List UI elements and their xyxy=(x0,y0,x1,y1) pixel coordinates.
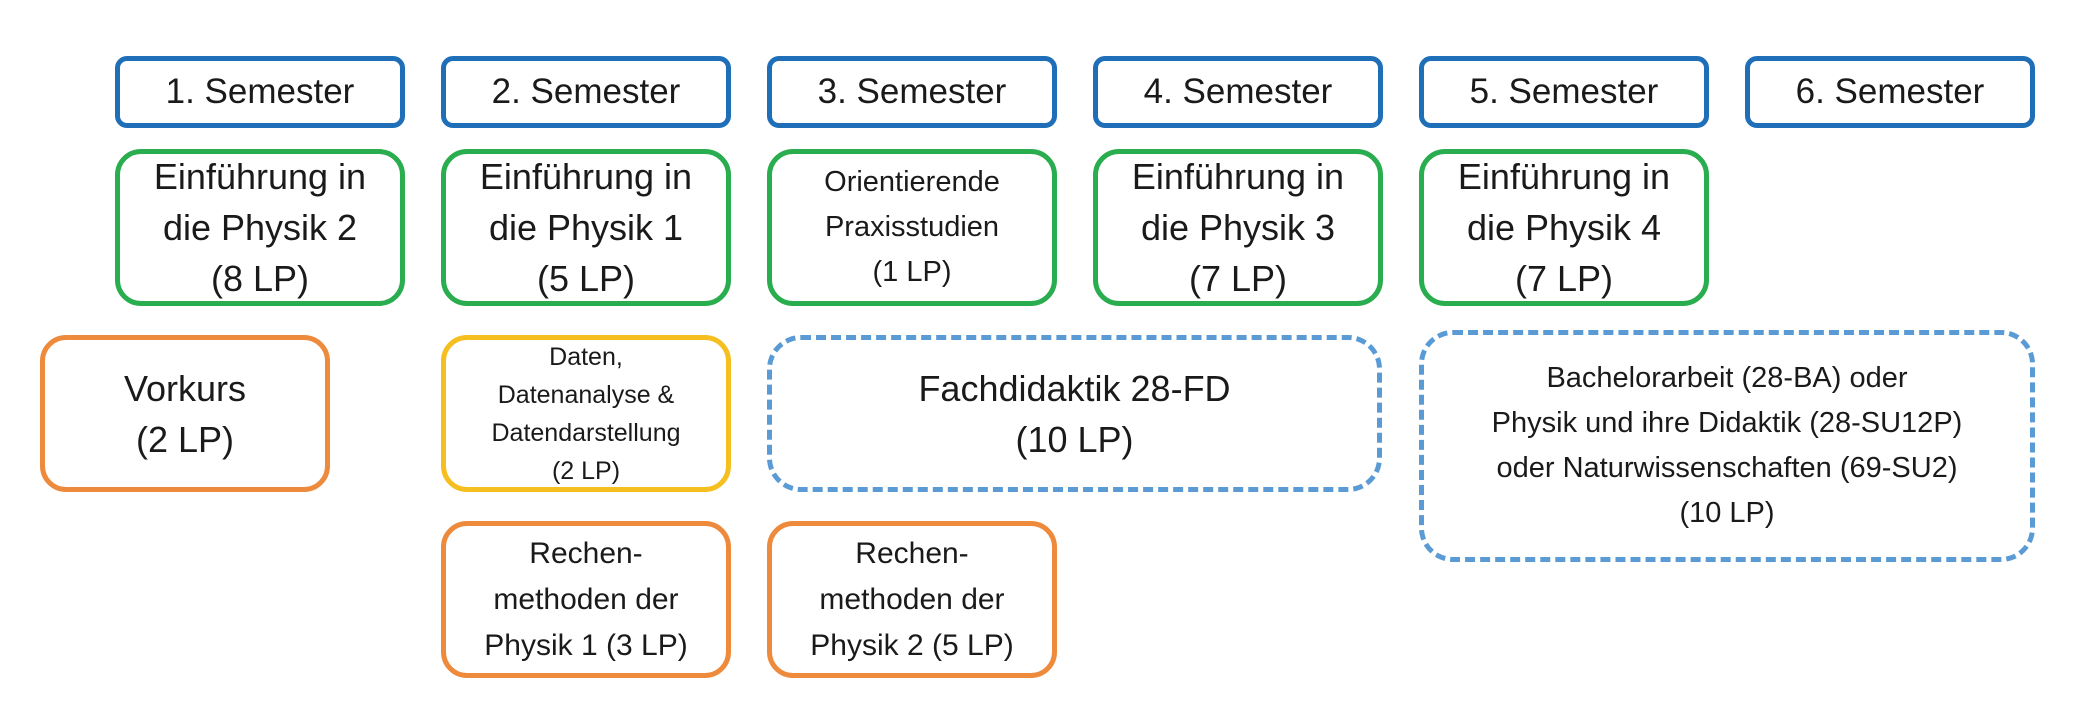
module-orientierende-praxisstudien: Orientierende Praxisstudien (1 LP) xyxy=(767,149,1057,306)
module-text: Vorkurs (2 LP) xyxy=(123,367,247,460)
module-einfuehrung-physik-1: Einführung in die Physik 1 (5 LP) xyxy=(441,149,731,306)
semester-4-header: 4. Semester xyxy=(1093,56,1383,128)
module-bachelorarbeit: Bachelorarbeit (28-BA) oder Physik und i… xyxy=(1419,330,2035,562)
module-text: Einführung in die Physik 2 (8 LP) xyxy=(153,156,367,299)
semester-5-header: 5. Semester xyxy=(1419,56,1709,128)
semester-label: 4. Semester xyxy=(1143,72,1333,111)
semester-label: 3. Semester xyxy=(817,72,1007,111)
module-rechenmethoden-2: Rechen- methoden der Physik 2 (5 LP) xyxy=(767,521,1057,678)
module-text: Einführung in die Physik 3 (7 LP) xyxy=(1131,156,1345,299)
module-text: Daten, Datenanalyse & Datendarstellung (… xyxy=(491,342,681,485)
module-text: Rechen- methoden der Physik 2 (5 LP) xyxy=(810,536,1014,662)
module-text: Einführung in die Physik 4 (7 LP) xyxy=(1457,156,1671,299)
module-rechenmethoden-1: Rechen- methoden der Physik 1 (3 LP) xyxy=(441,521,731,678)
module-text: Fachdidaktik 28-FD (10 LP) xyxy=(918,367,1231,460)
module-text: Bachelorarbeit (28-BA) oder Physik und i… xyxy=(1491,362,1963,529)
module-einfuehrung-physik-2: Einführung in die Physik 2 (8 LP) xyxy=(115,149,405,306)
semester-1-header: 1. Semester xyxy=(115,56,405,128)
semester-label: 6. Semester xyxy=(1795,72,1985,111)
module-text: Einführung in die Physik 1 (5 LP) xyxy=(479,156,693,299)
module-vorkurs: Vorkurs (2 LP) xyxy=(40,335,330,492)
module-einfuehrung-physik-4: Einführung in die Physik 4 (7 LP) xyxy=(1419,149,1709,306)
module-fachdidaktik: Fachdidaktik 28-FD (10 LP) xyxy=(767,335,1382,492)
semester-label: 1. Semester xyxy=(165,72,355,111)
semester-2-header: 2. Semester xyxy=(441,56,731,128)
semester-6-header: 6. Semester xyxy=(1745,56,2035,128)
semester-label: 5. Semester xyxy=(1469,72,1659,111)
module-text: Rechen- methoden der Physik 1 (3 LP) xyxy=(484,536,688,662)
semester-label: 2. Semester xyxy=(491,72,681,111)
semester-3-header: 3. Semester xyxy=(767,56,1057,128)
module-daten: Daten, Datenanalyse & Datendarstellung (… xyxy=(441,335,731,492)
module-einfuehrung-physik-3: Einführung in die Physik 3 (7 LP) xyxy=(1093,149,1383,306)
module-text: Orientierende Praxisstudien (1 LP) xyxy=(824,166,1000,288)
